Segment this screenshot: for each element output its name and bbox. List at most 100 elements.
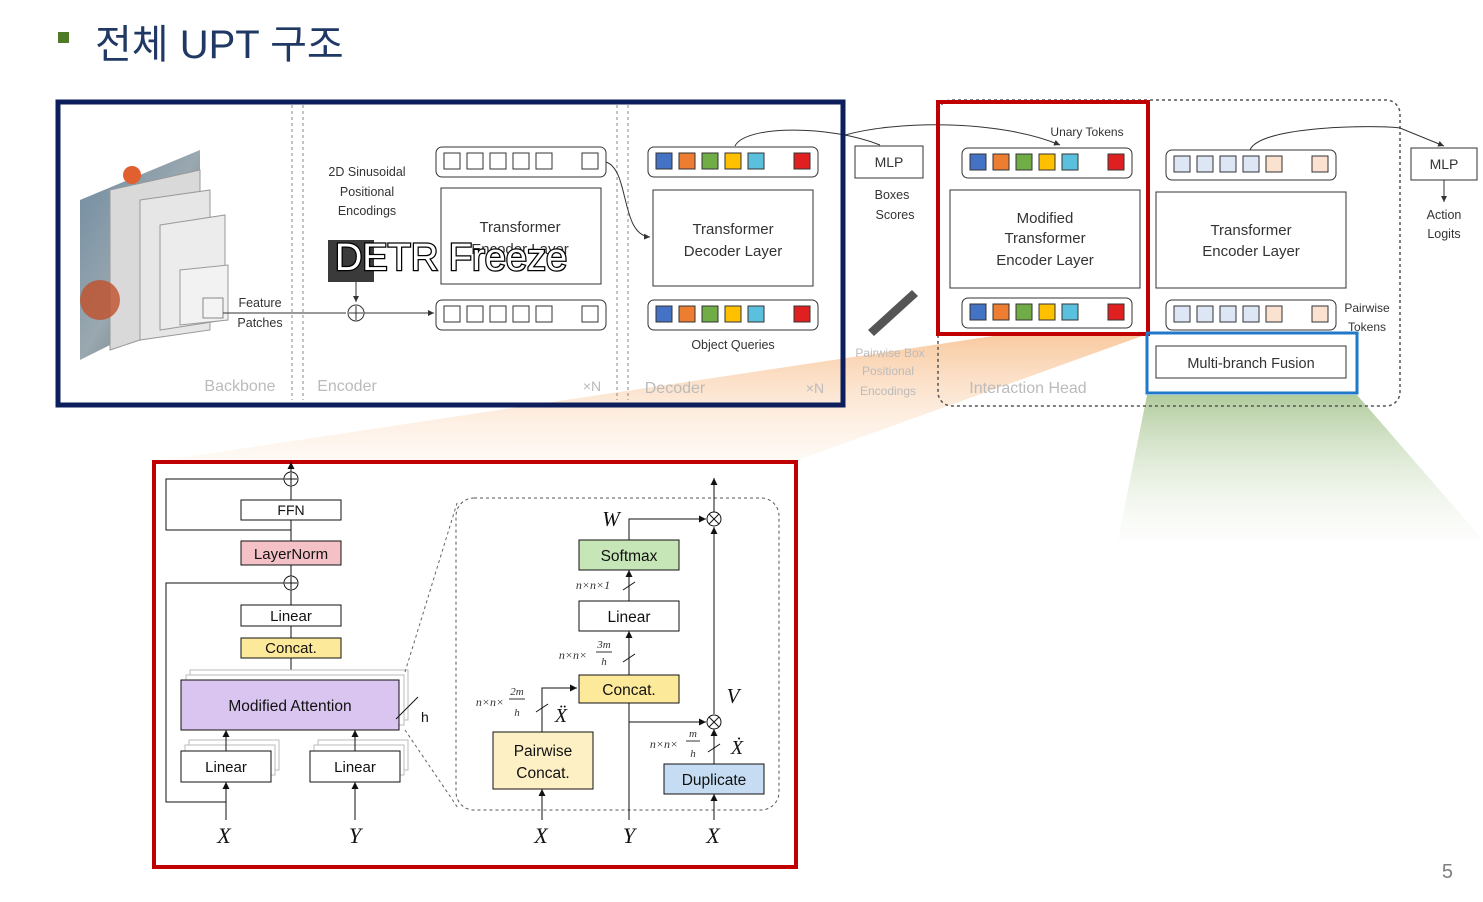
object-queries-label: Object Queries [691,338,774,352]
page-number: 5 [1441,861,1453,883]
feature-patches-label-2: Patches [237,316,282,330]
softmax-box [578,539,680,571]
modified-layer-label-1: Modified [1017,210,1074,227]
transformer-decoder-layer-label-1: Transformer [692,221,773,238]
decoder-tokens-top [647,146,819,178]
transformer-encoder-layer-2-box [1155,191,1347,289]
multi-branch-fusion-box [1155,345,1347,379]
boxes-label: Boxes [875,188,910,202]
dim-duplicate-denominator: h [690,748,696,760]
duplicate-label: Duplicate [682,772,747,789]
detail-panel-frame [152,460,798,869]
action-logits-label-2: Logits [1427,227,1460,241]
softmax-label: Softmax [601,548,658,565]
action-logits-label-1: Action [1427,208,1462,222]
linear-top-label: Linear [270,608,312,625]
unary-tokens-label: Unary Tokens [1050,125,1123,139]
transformer-decoder-layer-box [652,189,814,287]
input-x-right: X [533,823,549,848]
slide-title: 전체 UPT 구조 [95,23,344,67]
dim-linear-denominator: h [601,656,607,668]
concat-right-label: Concat. [602,682,655,699]
weight-w-label: W [602,507,622,531]
fusion-frame [1145,331,1359,395]
unary-tokens-bottom [961,297,1133,329]
transformer-encoder-layer-box [440,187,602,285]
mlp-box-left [854,145,924,179]
encoder-repeat-label: ×N [583,378,601,394]
interaction-head-label: Interaction Head [969,380,1086,397]
pairwise-concat-box [492,731,594,790]
transformer-encoder-layer-label-1: Transformer [479,219,560,236]
layernorm-label: LayerNorm [254,546,328,563]
modified-layer-label-2: Transformer [1004,230,1085,247]
sinusoidal-label-1: 2D Sinusoidal [328,165,405,179]
x-dot-label: Ẋ [730,736,744,759]
pairwise-concat-label-2: Concat. [516,765,569,782]
concat-label: Concat. [265,640,317,657]
backbone-image [80,150,229,360]
pairwise-tokens-top [1165,149,1337,181]
transformer-decoder-layer-label-2: Decoder Layer [684,243,782,260]
attention-detail-boundary [455,497,780,811]
dim-duplicate-numerator: m [689,728,697,740]
top-architecture-diagram: Backbone Encoder ×N Decoder ×N 2D Sinuso… [55,99,1478,408]
pairwise-box-pencil-icon [868,290,918,336]
detail-right-block: W Softmax n×n×1 Linear n×n× 3m h Concat.… [455,478,780,848]
backbone-label: Backbone [204,378,275,395]
input-x-right-2: X [705,823,721,848]
dim-linear-numerator: 3m [596,639,611,651]
scores-label: Scores [876,208,915,222]
modified-attention-box [180,679,400,731]
ffn-label: FFN [277,502,304,518]
modified-encoder-layer-box [949,189,1141,289]
unary-tokens-top [961,147,1133,179]
decoder-label: Decoder [645,380,706,397]
dim-pairwise-numerator: 2m [510,686,524,698]
duplicate-box [663,763,765,795]
dim-pairwise-label: n×n× [476,695,504,709]
sinusoidal-label-3: Encodings [338,204,396,218]
encoder-tokens-top [435,146,607,178]
sinusoidal-label-2: Positional [340,185,394,199]
encoder-label: Encoder [317,378,377,395]
linear-left-label: Linear [205,759,247,776]
modified-layer-label-3: Encoder Layer [996,252,1094,269]
linear-label: Linear [607,609,650,626]
modified-layer-frame [936,100,1150,336]
value-v-label: V [727,684,742,708]
pairwise-tokens-label-1: Pairwise [1344,301,1390,315]
decoder-repeat-label: ×N [806,380,824,396]
dim-pairwise-denominator: h [514,707,520,719]
decoder-tokens-bottom [647,299,819,331]
pairwise-box-label-1: Pairwise Box [855,346,924,360]
heads-label: h [421,709,429,725]
input-y-left: Y [349,823,364,848]
transformer-encoder-layer-label-2: Encoder Layer [471,241,569,258]
dim-linear-label: n×n× [559,648,587,662]
linear-right-label: Linear [334,759,376,776]
input-y-right: Y [623,823,638,848]
mlp-label-right: MLP [1430,156,1459,172]
zoom-fan-orange [152,335,1145,462]
feature-patches-label-1: Feature [238,296,281,310]
dim-duplicate-label: n×n× [650,737,678,751]
detr-frozen-frame [55,99,846,408]
title-bullet [58,32,69,43]
pairwise-box-label-3: Encodings [860,384,916,398]
zoom-fan-green [1118,395,1483,540]
input-x-left: X [216,823,232,848]
dim-softmax-label: n×n×1 [576,578,610,592]
detr-freeze-label: DETR Freeze [335,237,567,279]
modified-attention-label: Modified Attention [228,698,351,715]
sinusoidal-encoding-image [328,240,374,282]
transformer-encoder-layer-2-label-1: Transformer [1210,222,1291,239]
detail-left-block: FFN LayerNorm Linear Concat. Modified At… [165,462,459,848]
encoder-tokens-bottom [435,299,607,331]
pairwise-tokens-label-2: Tokens [1348,320,1386,334]
pairwise-box-label-2: Positional [862,364,914,378]
multi-branch-fusion-label: Multi-branch Fusion [1187,356,1314,372]
x-ddot-label: Ẍ [554,704,568,727]
transformer-encoder-layer-2-label-2: Encoder Layer [1202,243,1300,260]
